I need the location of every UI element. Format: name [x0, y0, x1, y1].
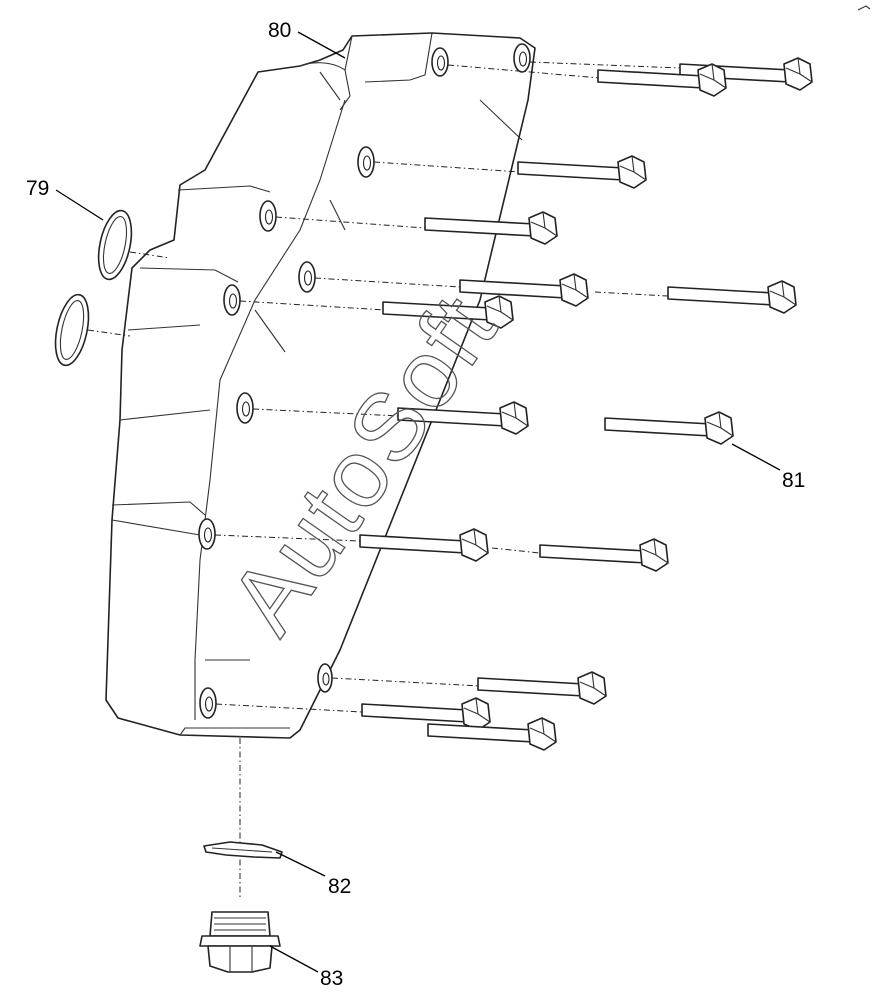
bolt: [477, 671, 607, 705]
bolt: [359, 528, 489, 562]
bolt: [539, 538, 669, 572]
bolt: [517, 155, 647, 189]
corner-mark: [857, 5, 871, 11]
callout-81: 81: [782, 469, 806, 492]
bolt: [427, 717, 557, 751]
callout-83: 83: [320, 967, 344, 990]
cover-plate-80: [105, 32, 536, 739]
callout-82: 82: [328, 875, 352, 898]
bolt: [361, 697, 491, 731]
o-ring-79-upper: [97, 209, 133, 281]
callout-leaders: [55, 31, 781, 973]
callout-79: 79: [26, 177, 50, 200]
bolts-81: [359, 57, 813, 751]
sealing-washer-82: [203, 841, 283, 859]
bolt: [604, 411, 734, 445]
drain-plug-83: [199, 911, 281, 973]
bolt: [397, 401, 529, 435]
bolt: [424, 211, 558, 245]
bolt: [667, 280, 797, 314]
bolt-centerlines: [87, 61, 681, 900]
bolt: [597, 63, 727, 97]
bolt: [459, 273, 589, 307]
o-ring-79-lower: [54, 293, 90, 367]
bolt: [382, 295, 514, 329]
callout-80: 80: [268, 19, 292, 42]
